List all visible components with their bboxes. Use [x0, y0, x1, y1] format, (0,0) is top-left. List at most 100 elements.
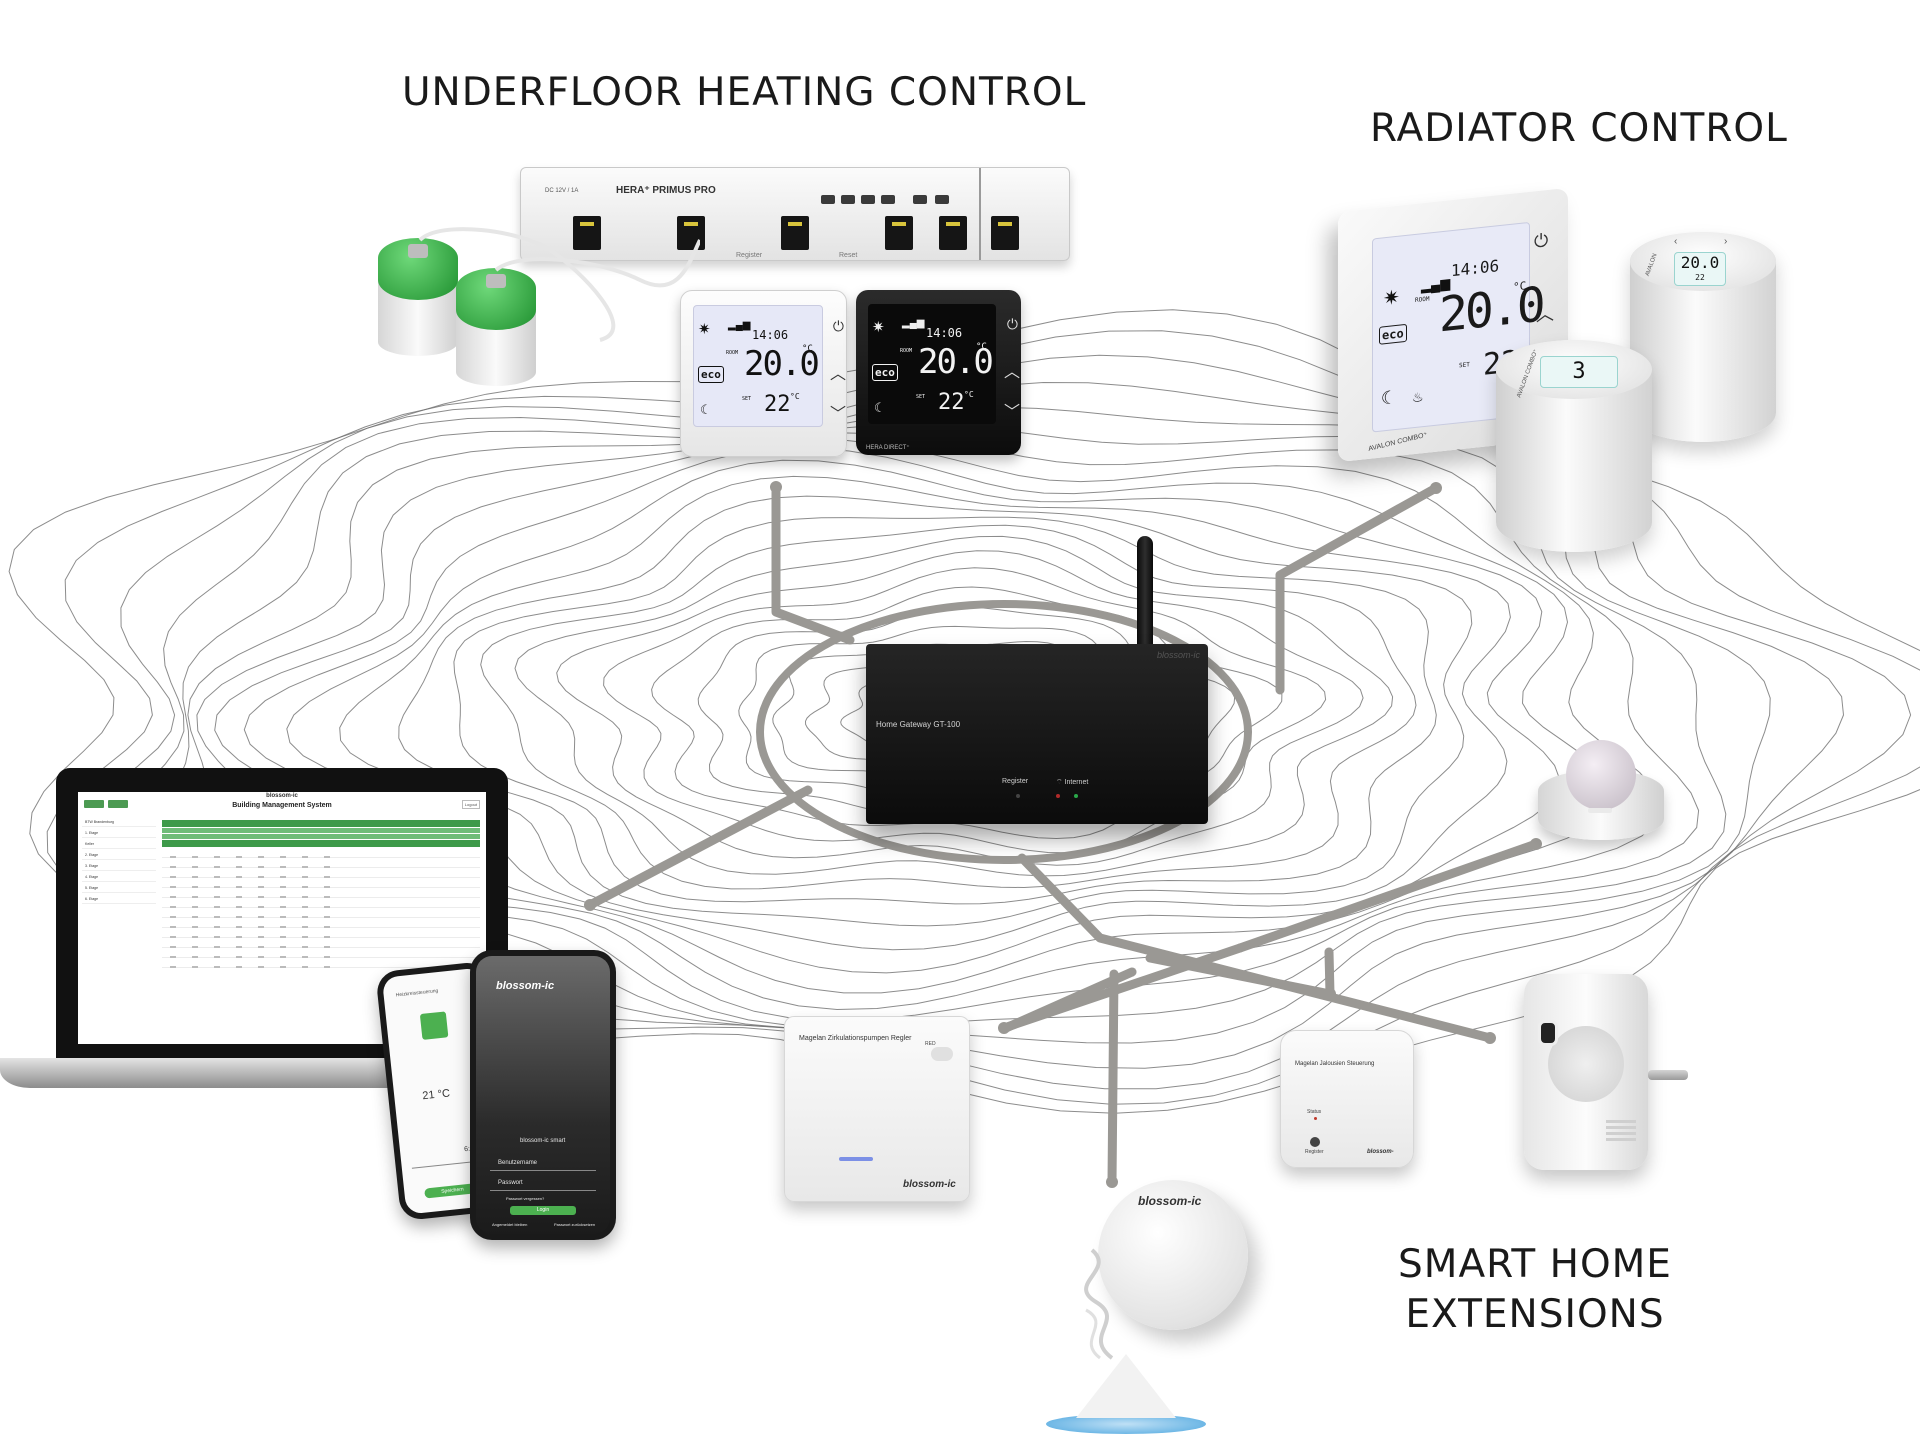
password-field[interactable]: Passwort: [498, 1180, 523, 1186]
socket-icon: [1548, 1026, 1624, 1102]
table-row[interactable]: [162, 938, 480, 948]
magelan-circulation-pump-controller: Magelan Zirkulationspumpen Regler RED bl…: [784, 1016, 970, 1202]
reset-button-label: Reset: [839, 252, 858, 259]
wifi-icon: ⌔: [1056, 779, 1063, 786]
rj-port: [677, 216, 705, 250]
power-icon[interactable]: ⏻: [1006, 316, 1018, 332]
table-row[interactable]: [162, 948, 480, 958]
gateway-model-label: Home Gateway GT-100: [876, 720, 961, 729]
aroma-diffuser: [1046, 1354, 1206, 1434]
gateway-internet-label: ⌔ Internet: [1056, 779, 1089, 786]
power-icon[interactable]: ⏻: [832, 318, 844, 334]
table-row[interactable]: [162, 898, 480, 908]
username-field[interactable]: Benutzername: [498, 1160, 538, 1166]
table-row[interactable]: [162, 928, 480, 938]
zone-table: [162, 820, 480, 968]
table-row[interactable]: [162, 858, 480, 868]
table-row[interactable]: [162, 878, 480, 888]
chevron-up-icon[interactable]: ︿: [1536, 303, 1554, 326]
connection-node: [1430, 482, 1442, 494]
signal-bars-icon: ▂▄▆: [728, 320, 751, 331]
rj-port: [781, 216, 809, 250]
sidebar-item[interactable]: 1. Etage: [82, 829, 156, 838]
sidebar-item[interactable]: 4. Etage: [82, 873, 156, 882]
thermostat-screen: ✷ ▂▄▆ 14:06 eco 20.0 °C ROOM SET 22 °C ☾…: [693, 305, 846, 427]
actuator-clip-icon: [486, 274, 506, 288]
actuator-terminal: [821, 195, 835, 204]
sidebar-item[interactable]: 3. Etage: [82, 862, 156, 871]
heating-mode-tile[interactable]: [419, 1011, 449, 1040]
title-underfloor-heating: UNDERFLOOR HEATING CONTROL: [402, 70, 1087, 115]
sun-icon: ✷: [872, 319, 885, 336]
setpoint-temperature: 22: [938, 390, 965, 415]
sidebar-item[interactable]: 2. Etage: [82, 851, 156, 860]
actuator-terminal: [913, 195, 927, 204]
hera-direct-thermostat-black: ✷ ▂▄▆ 14:06 eco 20.0 °C ROOM SET 22 °C ☾…: [856, 290, 1021, 455]
status-led: [1056, 794, 1060, 798]
table-header: [162, 820, 480, 827]
sidebar-item[interactable]: BTW Brandenburg: [82, 818, 156, 827]
title-extensions-line-2: EXTENSIONS: [1405, 1292, 1665, 1337]
diffuser-cone: [1076, 1354, 1176, 1418]
chevron-down-icon[interactable]: ﹀: [1003, 404, 1020, 421]
table-row[interactable]: [162, 848, 480, 858]
dashboard-action-button[interactable]: [108, 800, 128, 808]
dashboard-action-button[interactable]: [84, 800, 104, 808]
contour-line: [480, 524, 1417, 890]
remember-me-toggle[interactable]: Angemeldet bleiben: [492, 1222, 528, 1227]
table-row[interactable]: [162, 908, 480, 918]
sidebar-item[interactable]: 6. Etage: [82, 895, 156, 904]
table-row[interactable]: [162, 918, 480, 928]
chevron-right-icon[interactable]: ›: [1724, 236, 1728, 247]
set-label: SET: [742, 396, 752, 402]
chevron-up-icon[interactable]: ︿: [1003, 364, 1020, 381]
connection-line: [1235, 839, 1541, 953]
connection-node: [1530, 838, 1542, 850]
password-underline: [490, 1190, 596, 1191]
sidebar-item[interactable]: 5. Etage: [82, 884, 156, 893]
room-temperature: 20.0: [918, 342, 994, 382]
device-brand: blossom-: [1367, 1149, 1394, 1155]
actuator-clip-icon: [408, 244, 428, 258]
hera-thermostat-white: ✷ ▂▄▆ 14:06 eco 20.0 °C ROOM SET 22 °C ☾…: [680, 290, 847, 457]
connection-line: [771, 482, 855, 645]
connection-line: [1107, 969, 1119, 1187]
room-temperature: 20.0: [744, 344, 820, 384]
power-icon[interactable]: ⏻: [1534, 229, 1549, 252]
model-label: HERA DIRECT⁺: [866, 445, 910, 451]
magelan-blind-controller: Magelan Jalousien Steuerung Status Regis…: [1280, 1030, 1414, 1168]
table-row[interactable]: [162, 868, 480, 878]
model-label: AVALON COMBO⁺: [1367, 431, 1428, 453]
table-row[interactable]: [162, 958, 480, 968]
reset-password-link[interactable]: Passwort zurücksetzen: [554, 1222, 596, 1227]
register-label: Register: [1305, 1149, 1324, 1155]
forgot-password-link[interactable]: Passwort vergessen?: [506, 1196, 545, 1201]
contour-line: [398, 495, 1473, 927]
connection-line: [1017, 853, 1495, 1043]
register-button[interactable]: [1310, 1137, 1320, 1147]
device-badge: RED: [925, 1041, 936, 1047]
radiator-head-setpoint: 22: [1695, 273, 1705, 282]
logout-button[interactable]: Logout: [461, 800, 480, 809]
internet-led: [1074, 794, 1078, 798]
plug-power-button[interactable]: [1538, 1020, 1558, 1046]
status-light: [839, 1157, 873, 1161]
radiator-head-display: 3: [1540, 356, 1618, 388]
clock-readout: 14:06: [752, 328, 789, 342]
chevron-down-icon[interactable]: ﹀: [829, 406, 846, 423]
actuator-terminal: [935, 195, 949, 204]
sidebar-item[interactable]: Keller: [82, 840, 156, 849]
table-row[interactable]: [162, 888, 480, 898]
gateway-register-label: Register: [1002, 778, 1029, 785]
temperature-unit: °C: [802, 344, 813, 354]
chevron-left-icon[interactable]: ‹: [1674, 236, 1678, 247]
sun-icon: ✷: [1383, 286, 1400, 311]
heating-icon: ♨: [1413, 386, 1423, 407]
hera-primus-pro-controller: DC 12V / 1A HERA⁺ PRIMUS PRO Register Re…: [520, 167, 1070, 261]
contour-line: [603, 567, 1327, 854]
chevron-up-icon[interactable]: ︿: [829, 366, 846, 383]
pairing-button[interactable]: [931, 1047, 953, 1061]
valve-actuator: [378, 238, 458, 360]
connection-line: [1275, 483, 1441, 695]
login-button[interactable]: Login: [510, 1206, 576, 1215]
